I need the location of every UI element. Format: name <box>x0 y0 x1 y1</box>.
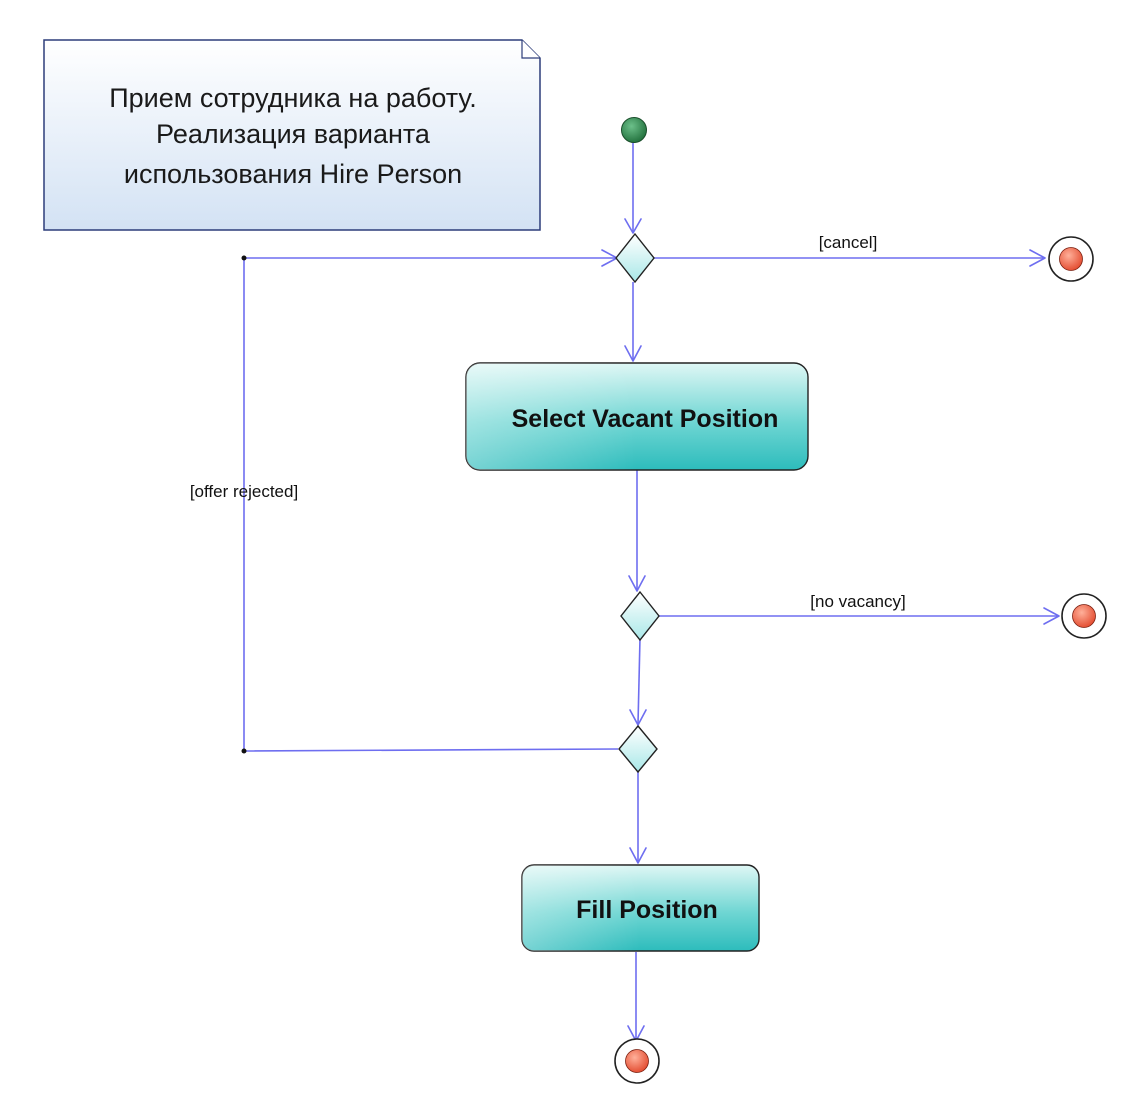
action-label: Select Vacant Position <box>512 405 779 433</box>
arrowhead <box>1043 607 1060 625</box>
final-node-no-vacancy <box>1061 593 1107 639</box>
initial-node <box>621 117 647 143</box>
decision-node-1 <box>615 232 655 284</box>
note-line-2: Реализация варианта <box>156 119 431 149</box>
arrowhead <box>624 218 642 234</box>
arrowhead <box>628 575 646 592</box>
action-fill-position[interactable]: Fill Position <box>521 864 760 952</box>
guard-no-vacancy: [no vacancy] <box>810 592 905 611</box>
action-label: Fill Position <box>576 896 718 924</box>
control-flows <box>241 142 1060 1042</box>
decision-node-3 <box>618 724 658 774</box>
guard-offer-rejected: [offer rejected] <box>190 482 298 501</box>
guard-cancel: [cancel] <box>819 233 878 252</box>
decision-node-2 <box>620 590 660 642</box>
bend-point <box>241 255 247 261</box>
final-node-cancel <box>1048 236 1094 282</box>
final-node-end <box>614 1038 660 1084</box>
bend-point <box>241 748 247 754</box>
flow-decision2-to-decision3 <box>637 637 641 725</box>
arrowhead <box>1029 249 1046 267</box>
diagram-note: Прием сотрудника на работу. Реализация в… <box>43 39 541 231</box>
note-line-1: Прием сотрудника на работу. <box>109 83 476 113</box>
arrowhead <box>629 847 647 864</box>
flow-offer-rejected-loop <box>243 257 619 752</box>
arrowhead <box>624 345 642 362</box>
action-select-vacant-position[interactable]: Select Vacant Position <box>465 362 809 471</box>
note-line-3: использования Hire Person <box>124 159 462 189</box>
